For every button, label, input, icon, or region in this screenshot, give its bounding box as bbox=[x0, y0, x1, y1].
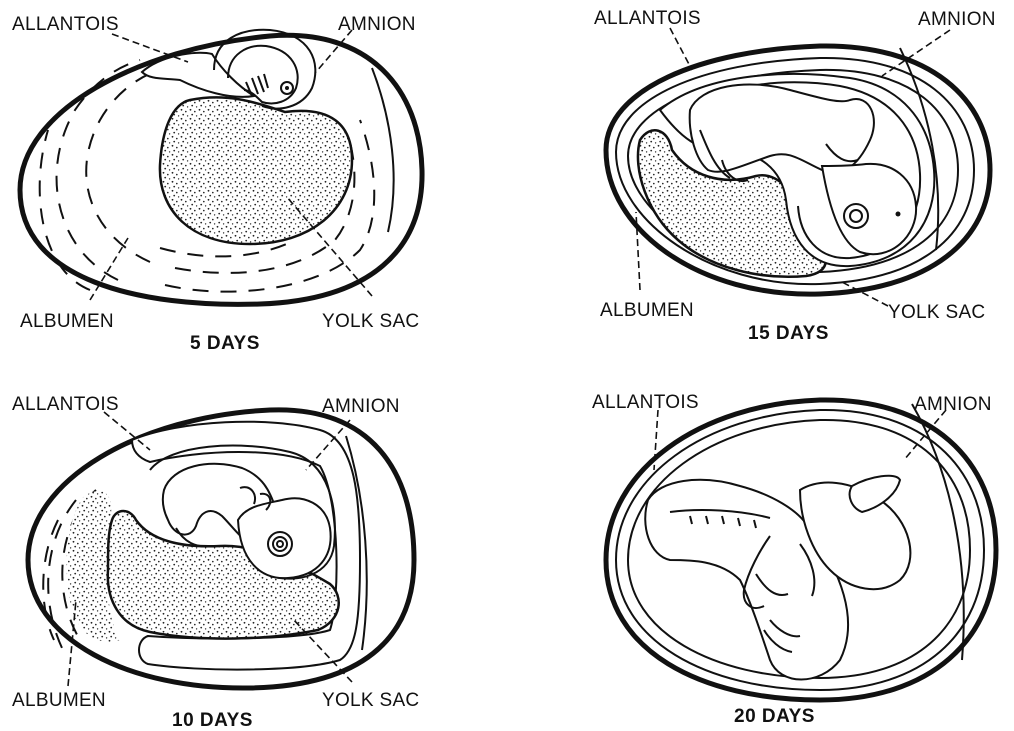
panel-5-days: ALLANTOIS AMNION ALBUMEN YOLK SAC 5 DAYS bbox=[12, 14, 422, 354]
label-yolk-sac: YOLK SAC bbox=[322, 311, 419, 332]
label-albumen: ALBUMEN bbox=[600, 300, 694, 321]
label-allantois: ALLANTOIS bbox=[594, 8, 701, 29]
leader-allantois bbox=[670, 28, 692, 70]
panel-20-days: ALLANTOIS AMNION 20 DAYS bbox=[592, 392, 996, 727]
yolk-sac bbox=[160, 97, 352, 244]
label-amnion: AMNION bbox=[338, 14, 416, 35]
label-allantois: ALLANTOIS bbox=[12, 394, 119, 415]
label-albumen: ALBUMEN bbox=[20, 311, 114, 332]
embryo-nostril bbox=[896, 212, 901, 217]
leader-allantois bbox=[112, 34, 188, 62]
panel-10-days: ALLANTOIS AMNION ALBUMEN YOLK SAC 10 DAY… bbox=[12, 394, 419, 731]
caption-15-days: 15 DAYS bbox=[748, 323, 829, 344]
caption-10-days: 10 DAYS bbox=[172, 710, 253, 731]
caption-20-days: 20 DAYS bbox=[734, 706, 815, 727]
label-allantois: ALLANTOIS bbox=[592, 392, 699, 413]
label-albumen: ALBUMEN bbox=[12, 690, 106, 711]
label-amnion: AMNION bbox=[918, 9, 996, 30]
embryo-eye-pupil bbox=[285, 86, 289, 90]
panel-15-days: ALLANTOIS AMNION ALBUMEN YOLK SAC 15 DAY… bbox=[594, 8, 996, 344]
label-yolk-sac: YOLK SAC bbox=[322, 690, 419, 711]
caption-5-days: 5 DAYS bbox=[190, 333, 260, 354]
label-allantois: ALLANTOIS bbox=[12, 14, 119, 35]
label-amnion: AMNION bbox=[322, 396, 400, 417]
label-yolk-sac: YOLK SAC bbox=[888, 302, 985, 323]
label-amnion: AMNION bbox=[914, 394, 992, 415]
